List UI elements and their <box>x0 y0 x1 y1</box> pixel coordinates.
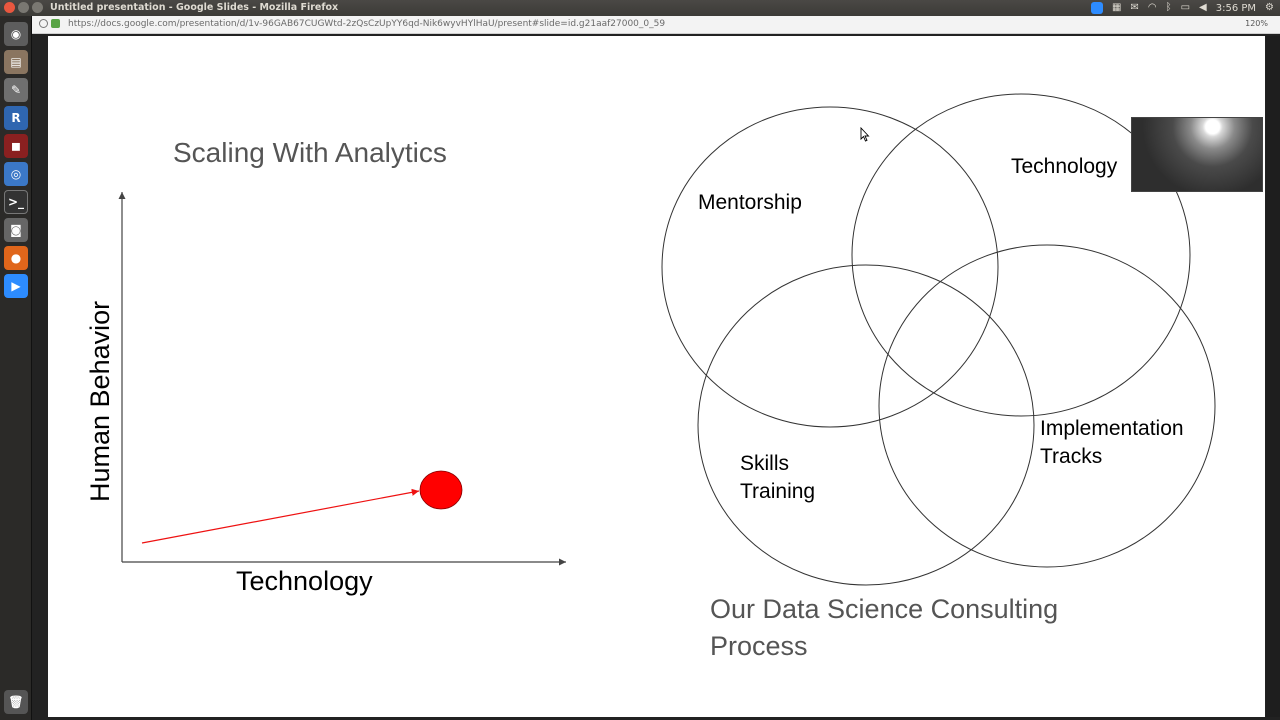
keyboard-icon[interactable]: ▦ <box>1112 2 1122 13</box>
volume-icon[interactable]: ◀ <box>1199 2 1207 13</box>
zoom-tray-icon[interactable] <box>1091 2 1103 14</box>
address-bar[interactable]: https://docs.google.com/presentation/d/1… <box>32 16 1280 34</box>
right-edge-panel <box>1266 36 1280 717</box>
camera-icon[interactable]: ◙ <box>4 218 28 242</box>
venn-label-implementation-line1: Implementation <box>1040 417 1184 440</box>
dash-icon[interactable]: ◉ <box>4 22 28 46</box>
text-editor-icon[interactable]: ✎ <box>4 78 28 102</box>
site-identity[interactable] <box>39 19 60 28</box>
growth-arrow <box>141 488 420 544</box>
app-icon[interactable]: ◼ <box>4 134 28 158</box>
terminal-icon[interactable]: >_ <box>4 190 28 214</box>
venn-circle-mentorship <box>661 106 999 428</box>
info-icon[interactable] <box>39 19 48 28</box>
venn-label-implementation-line2: Tracks <box>1040 445 1102 468</box>
x-axis-label: Technology <box>236 566 373 596</box>
bluetooth-icon[interactable]: ᛒ <box>1165 2 1172 13</box>
firefox-icon[interactable]: ● <box>4 246 28 270</box>
venn-circle-skills <box>697 264 1035 586</box>
left-slide-title: Scaling With Analytics <box>173 137 447 168</box>
system-top-panel: Untitled presentation - Google Slides - … <box>0 0 1280 16</box>
y-axis-label: Human Behavior <box>85 301 115 502</box>
venn-label-skills-line1: Skills <box>740 452 789 475</box>
venn-caption-line1: Our Data Science Consulting <box>710 594 1058 624</box>
wifi-icon[interactable]: ◠ <box>1147 2 1157 13</box>
mail-icon[interactable]: ✉ <box>1130 2 1139 13</box>
zoom-level[interactable]: 120% <box>1245 19 1268 28</box>
window-title: Untitled presentation - Google Slides - … <box>50 2 339 13</box>
ubuntu-launcher: ◉ ▤ ✎ R ◼ ◎ >_ ◙ ● ▶ 🗑 <box>0 16 32 720</box>
venn-circle-technology <box>851 93 1191 417</box>
venn-label-skills-line2: Training <box>740 480 815 503</box>
minimize-window-button[interactable] <box>18 2 29 13</box>
clock[interactable]: 3:56 PM <box>1215 2 1257 14</box>
slide-canvas: Scaling With Analytics Human Behavior Te… <box>85 93 1216 661</box>
zoom-icon[interactable]: ▶ <box>4 274 28 298</box>
url-text[interactable]: https://docs.google.com/presentation/d/1… <box>68 19 666 29</box>
venn-caption-line2: Process <box>710 631 808 661</box>
venn-label-technology: Technology <box>1011 155 1118 178</box>
slide[interactable]: Scaling With Analytics Human Behavior Te… <box>48 36 1265 717</box>
venn-label-mentorship: Mentorship <box>698 191 802 214</box>
r-icon[interactable]: R <box>4 106 28 130</box>
system-tray: ▦ ✉ ◠ ᛒ ▭ ◀ 3:56 PM ⚙ <box>1091 1 1274 15</box>
chrome-icon[interactable]: ◎ <box>4 162 28 186</box>
mouse-cursor-icon <box>860 127 870 142</box>
battery-icon[interactable]: ▭ <box>1180 2 1191 13</box>
trash-icon[interactable]: 🗑 <box>4 690 28 714</box>
lock-icon[interactable] <box>51 19 60 28</box>
video-thumbnail[interactable] <box>1131 117 1263 192</box>
venn-circle-implementation <box>878 244 1216 568</box>
position-dot <box>419 470 463 510</box>
files-icon[interactable]: ▤ <box>4 50 28 74</box>
gear-icon[interactable]: ⚙ <box>1265 2 1274 13</box>
close-window-button[interactable] <box>4 2 15 13</box>
maximize-window-button[interactable] <box>32 2 43 13</box>
window-controls <box>4 2 43 13</box>
